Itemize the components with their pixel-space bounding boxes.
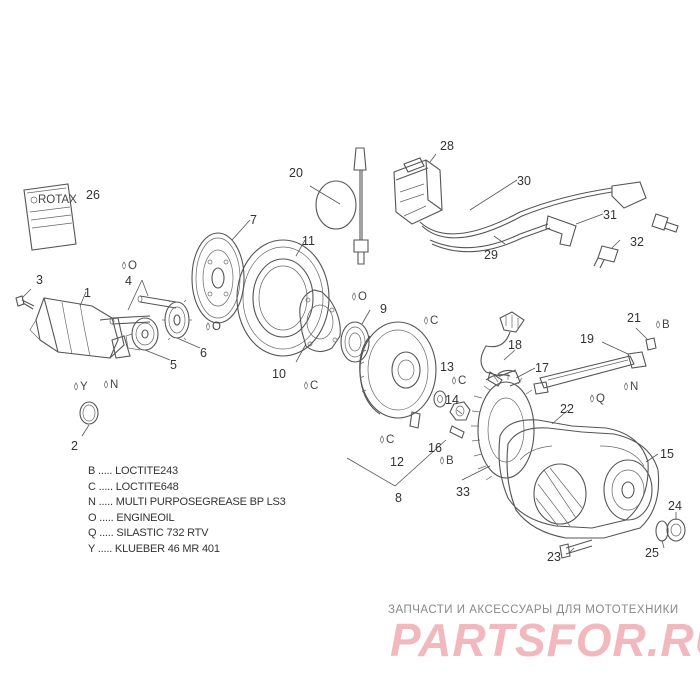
callout-29: 29 bbox=[484, 248, 498, 262]
callout-32: 32 bbox=[630, 235, 644, 249]
cdi-unit-28 bbox=[393, 157, 443, 225]
marker-c: C bbox=[430, 315, 438, 327]
drop-icons bbox=[74, 261, 660, 465]
marker-c: C bbox=[458, 375, 466, 387]
callout-24: 24 bbox=[668, 499, 682, 513]
callout-13: 13 bbox=[440, 360, 454, 374]
harness-19 bbox=[533, 351, 647, 395]
callout-17: 17 bbox=[535, 361, 549, 375]
materials-legend: B ..... LOCTITE243 C ..... LOCTITE648 N … bbox=[88, 464, 348, 557]
callout-7: 7 bbox=[250, 213, 257, 227]
callout-numbers: 1 2 3 4 5 6 7 8 9 10 11 12 13 14 15 16 1… bbox=[36, 139, 682, 564]
flywheel-ring-11 bbox=[236, 239, 330, 357]
callout-1: 1 bbox=[84, 286, 91, 300]
o-ring-2 bbox=[79, 401, 99, 425]
marker-o: O bbox=[358, 291, 367, 303]
callout-19: 19 bbox=[580, 332, 594, 346]
callout-23: 23 bbox=[547, 550, 561, 564]
legend-row-b: B ..... LOCTITE243 bbox=[88, 465, 178, 477]
watermark-tagline: ЗАПЧАСТИ И АКСЕССУАРЫ ДЛЯ МОТОТЕХНИКИ bbox=[388, 604, 679, 616]
legend-row-o: O ..... ENGINEOIL bbox=[88, 511, 175, 524]
screw-3 bbox=[15, 295, 35, 310]
marker-o: O bbox=[128, 260, 137, 272]
callout-31: 31 bbox=[603, 208, 617, 222]
callout-2: 2 bbox=[71, 439, 78, 453]
material-markers: O O O C C C C B B Q Y N N bbox=[80, 260, 670, 467]
manual-booklet: ROTAX bbox=[23, 183, 77, 251]
legend-row-y: Y ..... KLUEBER 46 MR 401 bbox=[88, 542, 220, 555]
washer-13 bbox=[433, 390, 447, 408]
cable-clip-17 bbox=[497, 369, 521, 387]
marker-n: N bbox=[630, 381, 638, 393]
bearing-9 bbox=[340, 321, 370, 363]
rotor-8 bbox=[359, 321, 437, 419]
callout-3: 3 bbox=[36, 273, 43, 287]
bolt-23 bbox=[559, 539, 593, 559]
screw-21 bbox=[645, 337, 657, 351]
legend-row-n: N ..... MULTI PURPOSEGREASE BP LS3 bbox=[88, 496, 286, 508]
marker-o: O bbox=[212, 321, 221, 333]
marker-c: C bbox=[386, 434, 394, 446]
callout-20: 20 bbox=[289, 166, 303, 180]
marker-b: B bbox=[662, 319, 670, 331]
spark-plug-cap-31 bbox=[545, 215, 577, 247]
callout-25: 25 bbox=[645, 546, 659, 560]
bolt-12 bbox=[409, 411, 421, 429]
leader-lines bbox=[21, 153, 677, 554]
callout-5: 5 bbox=[170, 358, 177, 372]
plug-24 bbox=[666, 518, 686, 542]
o-ring-25 bbox=[655, 520, 669, 542]
callout-22: 22 bbox=[560, 402, 574, 416]
callout-12: 12 bbox=[390, 455, 404, 469]
marker-c: C bbox=[310, 380, 318, 392]
starter-motor bbox=[29, 297, 131, 359]
marker-b: B bbox=[446, 455, 454, 467]
callout-30: 30 bbox=[517, 174, 531, 188]
marker-q: Q bbox=[596, 393, 605, 405]
callout-15: 15 bbox=[660, 447, 674, 461]
callout-33: 33 bbox=[456, 485, 470, 499]
callout-11: 11 bbox=[302, 234, 315, 248]
pins-4 bbox=[109, 295, 177, 325]
gasket-22 bbox=[498, 419, 649, 529]
legend-row-c: C ..... LOCTITE648 bbox=[88, 480, 179, 493]
callout-9: 9 bbox=[380, 302, 387, 316]
marker-n: N bbox=[110, 379, 118, 391]
sensor-20 bbox=[315, 147, 369, 265]
gear-7 bbox=[191, 232, 245, 324]
callout-21: 21 bbox=[627, 311, 641, 325]
legend-row-q: Q ..... SILASTIC 732 RTV bbox=[88, 527, 209, 539]
callout-14: 14 bbox=[445, 393, 459, 407]
ht-lead-30 bbox=[419, 181, 647, 239]
callout-10: 10 bbox=[272, 367, 286, 381]
callout-6: 6 bbox=[200, 346, 207, 360]
marker-y: Y bbox=[80, 381, 88, 393]
watermark-logo: PARTSFOR.RU bbox=[390, 614, 700, 666]
callout-18: 18 bbox=[508, 338, 522, 352]
spark-plugs-32 bbox=[593, 213, 679, 269]
watermark: ЗАПЧАСТИ И АКСЕССУАРЫ ДЛЯ МОТОТЕХНИКИ PA… bbox=[388, 604, 700, 666]
callout-8: 8 bbox=[395, 491, 402, 505]
nut-14 bbox=[449, 401, 471, 421]
callout-28: 28 bbox=[440, 139, 454, 153]
callout-4: 4 bbox=[125, 274, 132, 288]
cover-15 bbox=[506, 427, 660, 539]
pickup-wiring-18 bbox=[480, 311, 525, 387]
clutch-plate-10 bbox=[299, 289, 341, 353]
callout-16: 16 bbox=[428, 441, 442, 455]
stator-33 bbox=[471, 373, 535, 481]
ht-lead-29 bbox=[429, 223, 551, 253]
callout-26: 26 bbox=[86, 188, 100, 202]
manual-cover-label: ROTAX bbox=[38, 194, 77, 206]
bolt-16 bbox=[449, 425, 465, 439]
